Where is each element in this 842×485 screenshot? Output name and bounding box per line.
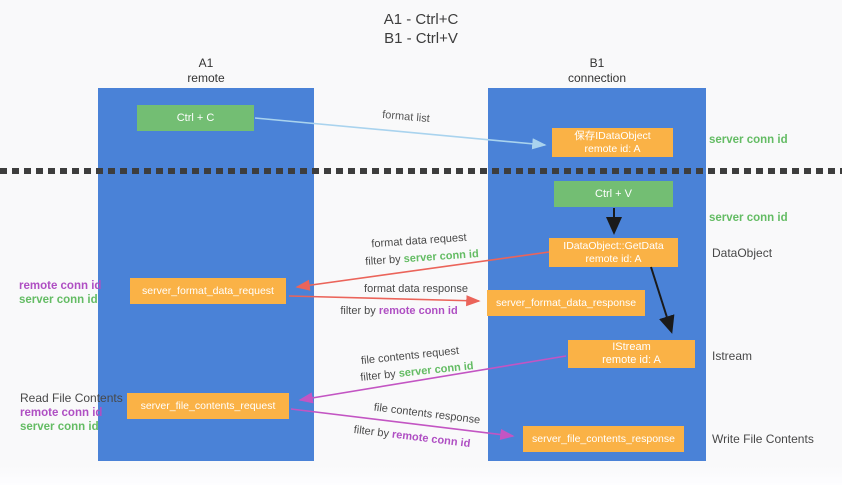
dataobject-label: DataObject: [712, 246, 773, 260]
title-line-1: A1 - Ctrl+C: [383, 11, 459, 28]
file-contents-response-label: file contents response: [373, 401, 481, 427]
save-idataobject-line2: remote id: A: [584, 142, 641, 155]
idataobject-getdata-box: IDataObject::GetData remote id: A: [549, 238, 678, 267]
format-data-response-label: format data response: [364, 283, 468, 295]
title-line-2: B1 - Ctrl+V: [384, 30, 458, 47]
remote-conn-id-left-bottom: remote conn id: [20, 407, 103, 419]
remote-conn-id-text: remote conn id: [378, 305, 458, 317]
ctrl-v-label: Ctrl + V: [595, 187, 632, 200]
column-a-subtitle: remote: [187, 71, 225, 85]
server-conn-id-text: server conn id: [403, 248, 480, 266]
server-file-contents-request-label: server_file_contents_request: [140, 399, 276, 412]
server-format-data-response-box: server_format_data_response: [487, 290, 645, 316]
ctrl-c-box: Ctrl + C: [137, 105, 254, 131]
istream-line1: IStream: [612, 341, 651, 353]
ctrl-v-box: Ctrl + V: [554, 181, 673, 207]
left-conn-id-labels-top: remote conn id server conn id: [19, 279, 101, 307]
format-data-response-arrow: [288, 295, 481, 307]
idataobject-getdata-line1: IDataObject::GetData: [563, 239, 664, 252]
server-conn-id-right-mid: server conn id: [709, 212, 788, 224]
filter-by-remote-conn-id-label-top: filter by remote conn id: [340, 305, 457, 317]
filter-by-text: filter by: [359, 367, 400, 384]
istream-side-label: Istream: [712, 349, 753, 363]
server-conn-id-right-top: server conn id: [709, 134, 788, 146]
server-format-data-request-box: server_format_data_request: [130, 278, 286, 304]
filter-by-remote-conn-id-label-bottom: filter by remote conn id: [353, 424, 471, 450]
format-list-label: format list: [381, 108, 431, 126]
column-b-header: B1 connection: [488, 56, 706, 86]
column-a-header: A1 remote: [98, 56, 314, 86]
remote-conn-id-text: remote conn id: [391, 428, 471, 451]
filter-by-text: filter by: [353, 423, 393, 441]
server-file-contents-response-label: server_file_contents_response: [531, 432, 675, 445]
server-conn-id-left-bottom: server conn id: [20, 421, 99, 433]
server-conn-id-text: server conn id: [398, 360, 475, 380]
filter-by-text: filter by: [340, 305, 379, 317]
remote-conn-id-left-top: remote conn id: [19, 280, 102, 292]
ctrl-c-label: Ctrl + C: [176, 111, 215, 124]
format-data-request-label: format data request: [371, 231, 467, 251]
server-file-contents-request-box: server_file_contents_request: [127, 393, 289, 419]
read-file-contents-label: Read File Contents: [20, 391, 123, 405]
column-b-subtitle: connection: [567, 71, 627, 85]
column-b-name: B1: [589, 56, 605, 70]
write-file-contents-label: Write File Contents: [712, 432, 814, 446]
filter-by-server-conn-id-label-top: filter by server conn id: [365, 248, 479, 268]
server-file-contents-response-box: server_file_contents_response: [523, 426, 684, 452]
save-idataobject-box: 保存IDataObject remote id: A: [552, 128, 673, 157]
istream-box: IStream remote id: A: [568, 340, 695, 368]
diagram-title: A1 - Ctrl+C B1 - Ctrl+V: [0, 10, 842, 48]
filter-by-text: filter by: [364, 253, 405, 268]
left-conn-id-labels-bottom: remote conn id server conn id: [20, 406, 102, 434]
server-format-data-response-label: server_format_data_response: [495, 296, 637, 309]
idataobject-getdata-line2: remote id: A: [585, 252, 642, 265]
dotted-separator: [0, 168, 842, 174]
save-idataobject-line1: 保存IDataObject: [574, 129, 651, 142]
istream-line2: remote id: A: [602, 354, 661, 366]
column-a-name: A1: [198, 56, 214, 70]
server-format-data-request-label: server_format_data_request: [142, 284, 274, 297]
server-conn-id-left-top: server conn id: [19, 294, 98, 306]
